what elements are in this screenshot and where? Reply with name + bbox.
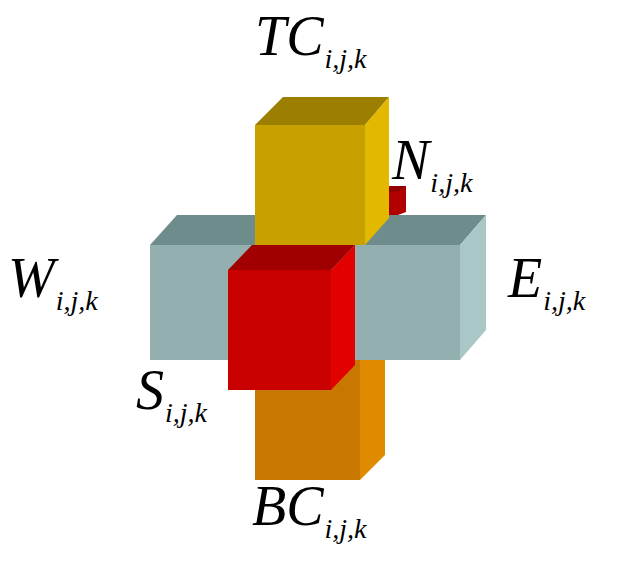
cell-label: Wi,j,k <box>8 250 98 306</box>
south-cube <box>228 245 355 390</box>
bar-right <box>460 215 486 360</box>
south-front <box>228 270 331 390</box>
top-cube <box>255 97 389 245</box>
cell-label: Ni,j,k <box>392 132 472 188</box>
south-right <box>331 245 355 390</box>
cell-index: i,j,k <box>430 167 472 198</box>
cell-index: i,j,k <box>56 285 98 316</box>
cell-name: TC <box>255 5 324 67</box>
cell-index: i,j,k <box>325 513 367 544</box>
cell-name: BC <box>252 475 324 537</box>
cell-label: Si,j,k <box>136 362 207 418</box>
cell-name: S <box>136 359 164 421</box>
cell-index: i,j,k <box>325 43 367 74</box>
top-front <box>255 125 365 245</box>
cell-name: W <box>8 247 55 309</box>
cell-label: TCi,j,k <box>255 8 367 64</box>
cell-index: i,j,k <box>165 397 207 428</box>
cell-name: E <box>508 247 542 309</box>
cell-label: BCi,j,k <box>252 478 367 534</box>
top-right <box>365 97 389 245</box>
cell-index: i,j,k <box>543 285 585 316</box>
cell-label: Ei,j,k <box>508 250 585 306</box>
cell-name: N <box>392 129 429 191</box>
